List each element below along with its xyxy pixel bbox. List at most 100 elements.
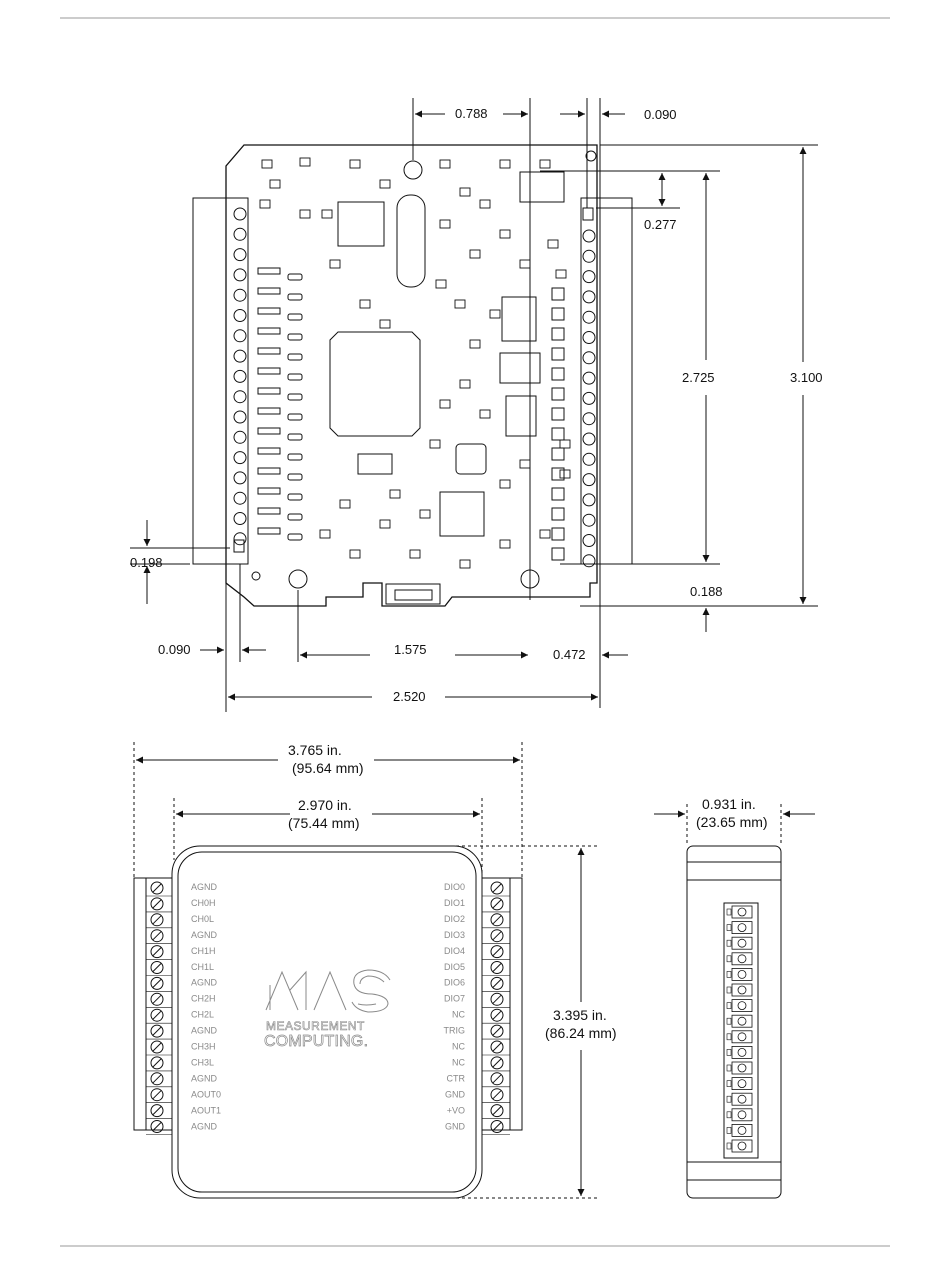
pcb-component: [555, 269, 567, 279]
side-pin-housing: [731, 1061, 753, 1075]
pcb-resistor: [257, 347, 281, 355]
overall-width-in: 3.765 in.: [288, 742, 342, 758]
side-pin-tab: [726, 986, 732, 994]
pcb-left-pad: [233, 410, 247, 424]
pcb-left-pad: [233, 430, 247, 444]
screw-slot: [152, 1106, 162, 1115]
right-pin-label: DIO0: [444, 882, 465, 892]
terminal-screw: [150, 929, 164, 943]
depth-in: 0.931 in.: [702, 796, 756, 812]
pcb-right-pad: [582, 371, 596, 385]
pcb-component: [539, 159, 551, 169]
right-pin-label: +VO: [447, 1105, 465, 1115]
side-pin: [737, 1079, 747, 1088]
side-pin-housing: [731, 999, 753, 1012]
mcu-chip: [329, 331, 421, 437]
pcb-component: [519, 459, 531, 469]
pcb-pin1-square: [233, 539, 245, 553]
pcb-right-pad: [582, 249, 596, 263]
left-pin-label: AGND: [191, 1026, 218, 1036]
pcb-component: [319, 529, 331, 539]
side-pin: [737, 985, 747, 995]
terminal-screw: [490, 945, 504, 959]
pcb-component: [551, 507, 565, 521]
side-pin-housing: [731, 968, 753, 981]
dim-0788: 0.788: [455, 106, 488, 121]
right-pin-label: NC: [452, 1042, 465, 1052]
right-terminal-outline: [580, 197, 633, 565]
terminal-screw: [150, 1072, 164, 1086]
terminal-screw: [490, 881, 504, 895]
right-pin-label: GND: [445, 1089, 466, 1099]
left-pin-label: AGND: [191, 1121, 218, 1131]
side-pin-housing: [731, 905, 753, 919]
pcb-component: [479, 199, 491, 209]
right-pin-label: DIO6: [444, 978, 465, 988]
screw-slot: [152, 883, 162, 893]
terminal-screw: [490, 929, 504, 943]
pcb-component: [551, 527, 565, 541]
pcb-component: [409, 549, 421, 559]
side-pin-housing: [731, 1046, 753, 1059]
terminal-screw: [150, 1088, 164, 1102]
dim-0090-top: 0.090: [644, 107, 677, 122]
side-pin-tab: [726, 1064, 732, 1072]
side-pin: [737, 938, 747, 948]
left-pin-label: CH0H: [191, 898, 216, 908]
pcb-right-pad: [582, 229, 596, 243]
pcb-component: [479, 409, 491, 419]
pcb-resistor: [257, 407, 281, 415]
side-pin: [737, 970, 747, 979]
pcb-components: [233, 157, 596, 569]
pcb-capacitor: [287, 453, 303, 461]
pcb-resistor: [257, 287, 281, 295]
pcb-left-pad: [233, 512, 247, 525]
side-pin-housing: [731, 983, 753, 997]
side-pin-housing: [731, 952, 753, 966]
left-terminal-outline: [192, 197, 249, 565]
screw-slot: [152, 1074, 162, 1084]
side-pin-housing: [731, 1077, 753, 1090]
side-pin-housing: [731, 1092, 753, 1106]
pcb-left-pad: [233, 471, 247, 485]
pcb-resistor: [257, 427, 281, 435]
pcb-component: [519, 259, 531, 269]
side-pin-tab: [726, 1033, 732, 1041]
pcb-component: [454, 299, 466, 309]
pcb-right-pad: [582, 412, 596, 426]
pcb-left-pad: [233, 309, 247, 322]
right-pin-label: DIO1: [444, 898, 465, 908]
side-body-outer: [686, 845, 782, 1199]
pcb-capacitor: [287, 393, 303, 401]
pcb-right-pad: [582, 351, 596, 365]
right-pin-label: TRIG: [444, 1026, 466, 1036]
pcb-component: [539, 529, 551, 539]
pcb-component: [459, 187, 471, 197]
pcb-left-pad: [233, 390, 247, 404]
side-pin: [737, 1048, 747, 1057]
side-pin-housing: [731, 1014, 753, 1028]
dim-0472: 0.472: [553, 647, 586, 662]
pcb-component: [499, 539, 511, 549]
screw-slot: [492, 1106, 502, 1115]
enclosure-dimension-lines: [133, 742, 600, 1199]
pcb-left-pad: [233, 349, 247, 363]
side-pin-tab: [726, 1017, 732, 1025]
side-pin: [737, 1126, 747, 1135]
side-pin: [737, 1032, 747, 1042]
screw-slot: [152, 979, 162, 988]
pcb-component: [329, 259, 341, 269]
left-pin-label: AGND: [191, 1073, 218, 1083]
pcb-component: [551, 387, 565, 401]
terminal-screw: [490, 992, 504, 1006]
pcb-component: [259, 199, 271, 209]
terminal-screw: [490, 1024, 504, 1038]
screw-slot: [152, 1042, 162, 1052]
dim-0277: 0.277: [644, 217, 677, 232]
terminal-screw: [150, 1008, 164, 1022]
pcb-component: [559, 439, 571, 449]
pcb-component: [547, 239, 559, 249]
left-pin-label: CH2L: [191, 1010, 214, 1020]
side-pin-housing: [731, 1030, 753, 1044]
pcb-component: [349, 159, 361, 169]
